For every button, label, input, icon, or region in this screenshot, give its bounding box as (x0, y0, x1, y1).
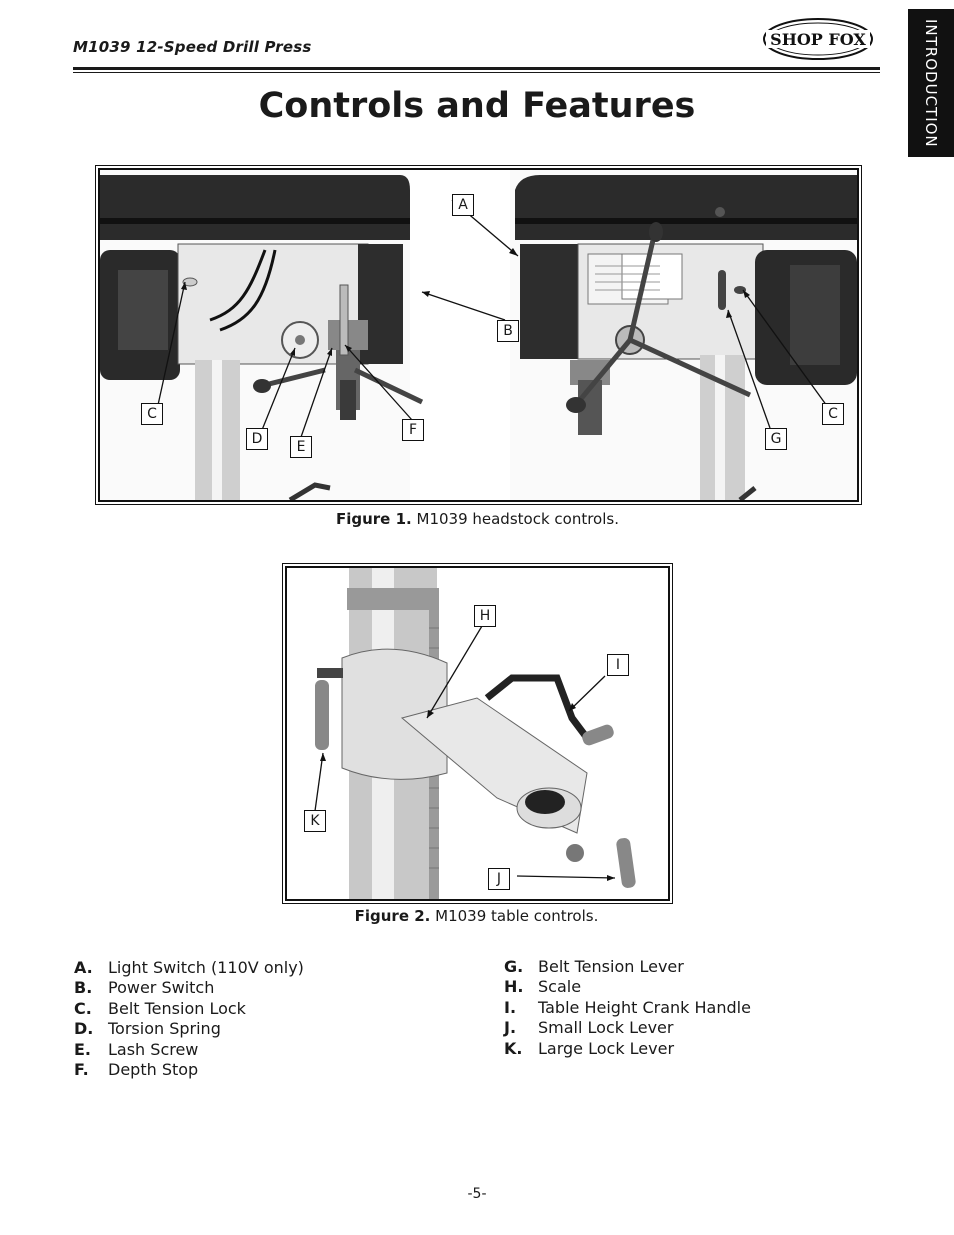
callout-j: J (488, 868, 510, 890)
callout-g: G (765, 428, 787, 450)
header-rule-thin (73, 72, 880, 73)
document-header-title: M1039 12-Speed Drill Press (73, 38, 312, 56)
logo-text: SHOP FOX (770, 30, 866, 49)
list-item: C.Belt Tension Lock (74, 998, 246, 1018)
drill-press-headstock-illustration (100, 170, 857, 500)
figure-1-caption-label: Figure 1. (335, 510, 412, 528)
list-item: E.Lash Screw (74, 1039, 199, 1059)
figure-1-caption: Figure 1. M1039 headstock controls. (95, 510, 860, 528)
features-list-right: G.Belt Tension Lever H.Scale I.Table Hei… (504, 957, 751, 1059)
figure-1-image: A B C D E F C G (98, 168, 859, 502)
section-tab: INTRODUCTION (908, 9, 954, 157)
list-item: H.Scale (504, 977, 582, 997)
list-item: B.Power Switch (74, 978, 215, 998)
list-item: J.Small Lock Lever (504, 1018, 674, 1038)
page-title: Controls and Features (258, 86, 696, 126)
list-item: A.Light Switch (110V only) (74, 958, 304, 977)
list-item: D.Torsion Spring (74, 1019, 221, 1039)
callout-k: K (304, 810, 326, 832)
figure-2-caption-text: M1039 table controls. (435, 907, 599, 925)
figure-2-caption: Figure 2. M1039 table controls. (282, 907, 671, 925)
header-rule (73, 67, 880, 70)
callout-c-right: C (822, 403, 844, 425)
list-item: I.Table Height Crank Handle (504, 997, 751, 1017)
list-item: K.Large Lock Lever (504, 1038, 675, 1058)
figure-2-image: H I K J (285, 566, 670, 901)
list-item: F.Depth Stop (74, 1060, 199, 1080)
figure-2-frame: H I K J (282, 563, 673, 904)
callout-d: D (246, 428, 268, 450)
figure-2-caption-label: Figure 2. (354, 907, 431, 925)
list-item: G.Belt Tension Lever (504, 957, 684, 976)
callout-e: E (290, 436, 312, 458)
callout-b: B (497, 320, 519, 342)
section-tab-label: INTRODUCTION (922, 18, 940, 148)
shop-fox-logo: SHOP FOX (763, 18, 873, 60)
callout-i: I (607, 654, 629, 676)
figure-1-caption-text: M1039 headstock controls. (416, 510, 620, 528)
figure-1-frame: A B C D E F C G (95, 165, 862, 505)
callout-a: A (452, 194, 474, 216)
callout-f: F (402, 419, 424, 441)
callout-c-left: C (141, 403, 163, 425)
page-number: -5- (467, 1186, 487, 1202)
callout-h: H (474, 605, 496, 627)
features-list-left: A.Light Switch (110V only) B.Power Switc… (74, 958, 304, 1080)
